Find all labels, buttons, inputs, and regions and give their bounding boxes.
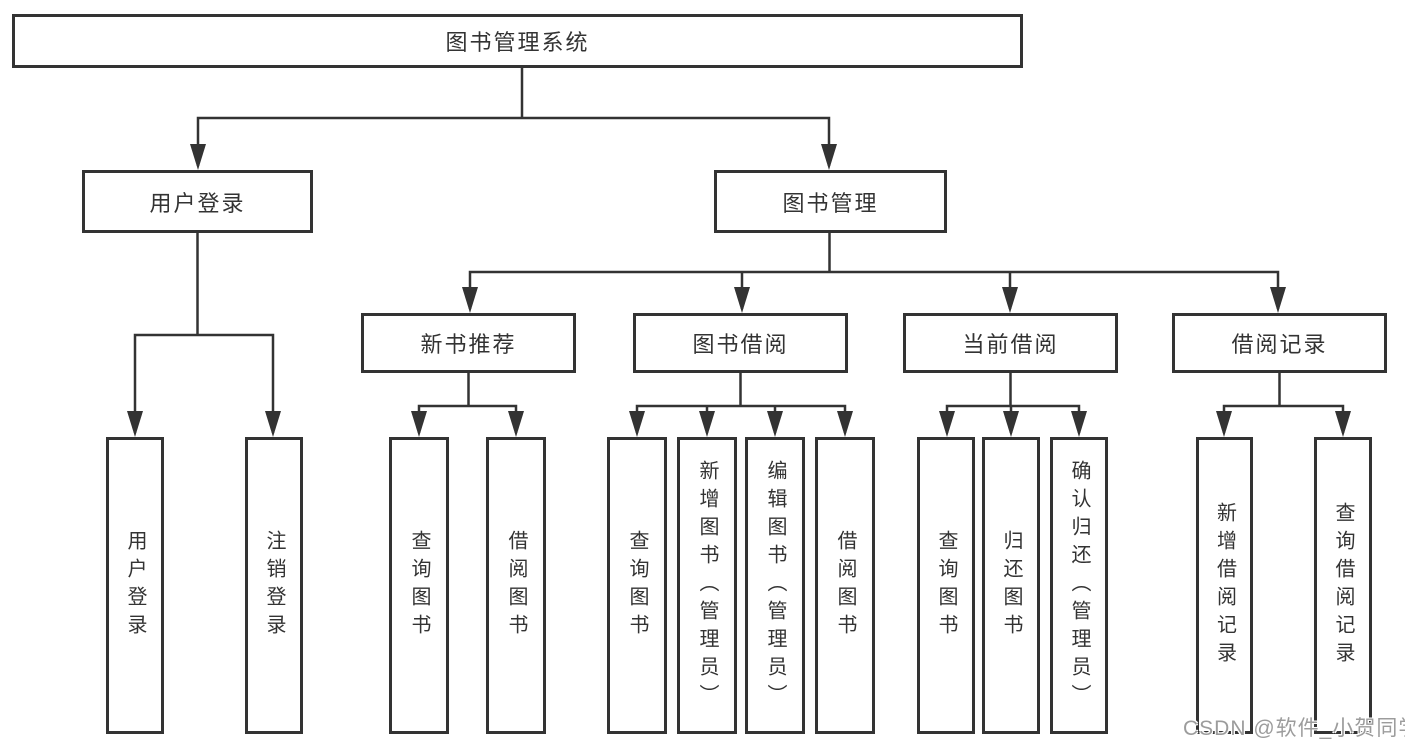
csdn-watermark: CSDN @软件_小贺同学 — [1183, 717, 1405, 740]
leaf-edit-books-admin-label: 编辑图书（管理员） — [764, 459, 786, 712]
current-borrow-label: 当前借阅 — [962, 332, 1059, 357]
connector-current-borrow-to-leaves — [945, 373, 1081, 433]
leaf-add-borrow-record-label: 新增借阅记录 — [1213, 501, 1236, 670]
leaf-user-login-label: 用户登录 — [124, 529, 146, 642]
leaf-logout-label: 注销登录 — [263, 529, 285, 642]
leaf-borrow-query-books-label: 查询图书 — [626, 529, 648, 642]
leaf-recommend-borrow-books: 借阅图书 — [486, 437, 546, 734]
leaf-recommend-query-books: 查询图书 — [389, 437, 449, 734]
node-new-book-recommend: 新书推荐 — [361, 313, 576, 373]
leaf-current-query-books-label: 查询图书 — [935, 529, 957, 642]
leaf-confirm-return-admin-label: 确认归还（管理员） — [1068, 459, 1090, 712]
leaf-borrow-query-books: 查询图书 — [607, 437, 667, 734]
connector-user-login-to-leaves — [133, 233, 275, 433]
book-borrow-label: 图书借阅 — [692, 332, 789, 357]
leaf-borrow-books-label: 借阅图书 — [834, 529, 856, 642]
leaf-current-query-books: 查询图书 — [917, 437, 975, 734]
leaf-borrow-books: 借阅图书 — [815, 437, 875, 734]
node-borrow-records: 借阅记录 — [1172, 313, 1387, 373]
leaf-user-login: 用户登录 — [106, 437, 164, 734]
leaf-add-borrow-record: 新增借阅记录 — [1196, 437, 1253, 734]
leaf-edit-books-admin: 编辑图书（管理员） — [745, 437, 805, 734]
leaf-logout: 注销登录 — [245, 437, 303, 734]
borrow-records-label: 借阅记录 — [1231, 332, 1328, 357]
leaf-return-books: 归还图书 — [982, 437, 1040, 734]
connector-book-borrow-to-leaves — [635, 373, 847, 433]
root-label: 图书管理系统 — [445, 30, 590, 55]
new-book-recommend-label: 新书推荐 — [420, 332, 517, 357]
node-library-management-system: 图书管理系统 — [12, 14, 1023, 68]
node-book-borrow: 图书借阅 — [633, 313, 848, 373]
leaf-recommend-query-books-label: 查询图书 — [408, 529, 430, 642]
node-user-login: 用户登录 — [82, 170, 313, 233]
node-current-borrow: 当前借阅 — [903, 313, 1118, 373]
leaf-query-borrow-record: 查询借阅记录 — [1314, 437, 1372, 734]
leaf-add-books-admin-label: 新增图书（管理员） — [696, 459, 718, 712]
leaf-return-books-label: 归还图书 — [1000, 529, 1022, 642]
connector-root-to-level2 — [196, 68, 831, 166]
leaf-add-books-admin: 新增图书（管理员） — [677, 437, 737, 734]
leaf-confirm-return-admin: 确认归还（管理员） — [1050, 437, 1108, 734]
user-login-label: 用户登录 — [149, 190, 246, 216]
connector-book-management-to-modules — [468, 233, 1280, 309]
connector-new-book-recommend-to-leaves — [417, 373, 518, 433]
leaf-recommend-borrow-books-label: 借阅图书 — [505, 529, 527, 642]
leaf-query-borrow-record-label: 查询借阅记录 — [1332, 501, 1354, 670]
node-book-management: 图书管理 — [714, 170, 947, 233]
book-management-label: 图书管理 — [782, 190, 879, 216]
connector-borrow-records-to-leaves — [1222, 373, 1345, 433]
